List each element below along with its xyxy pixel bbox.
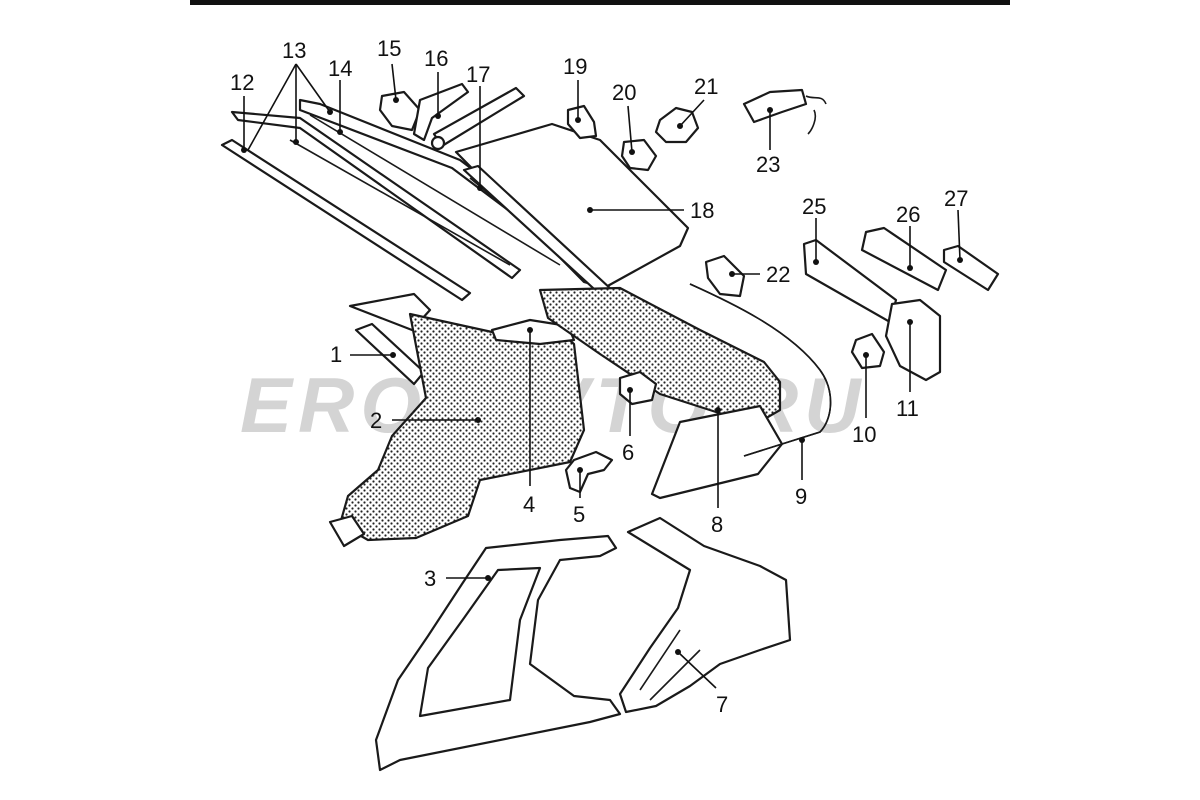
callout-13: 13 xyxy=(282,38,306,63)
part-22-bracket xyxy=(704,254,746,298)
part-5-latch xyxy=(564,450,614,494)
callout-11: 11 xyxy=(896,396,919,421)
callout-8: 8 xyxy=(711,512,723,537)
callout-21: 21 xyxy=(694,74,718,99)
callout-4: 4 xyxy=(523,492,535,517)
callout-14: 14 xyxy=(328,56,352,81)
callout-27: 27 xyxy=(944,186,968,211)
callout-5: 5 xyxy=(573,502,585,527)
callout-23: 23 xyxy=(756,152,780,177)
part-9-weatherstrip xyxy=(689,283,832,457)
callout-9: 9 xyxy=(795,484,807,509)
callout-25: 25 xyxy=(802,194,826,219)
top-border-rule xyxy=(190,0,1010,5)
part-badges-flap xyxy=(802,226,1000,382)
callout-22: 22 xyxy=(766,262,790,287)
callout-19: 19 xyxy=(563,54,587,79)
part-8-trim xyxy=(650,404,784,500)
part-rear-deck-tray xyxy=(538,286,782,426)
callout-10: 10 xyxy=(852,422,876,447)
part-rear-window-glass xyxy=(454,122,690,300)
callout-labels: 1 2 3 4 5 6 7 8 9 10 11 12 13 14 15 16 1… xyxy=(230,36,968,717)
callout-2: 2 xyxy=(370,408,382,433)
callout-18: 18 xyxy=(690,198,714,223)
callout-16: 16 xyxy=(424,46,448,71)
callout-3: 3 xyxy=(424,566,436,591)
callout-17: 17 xyxy=(466,62,490,87)
part-hinges-struts xyxy=(378,82,526,151)
callout-6: 6 xyxy=(622,440,634,465)
part-4-bracket xyxy=(490,318,576,346)
leader-lines xyxy=(241,63,963,689)
callout-12: 12 xyxy=(230,70,254,95)
callout-20: 20 xyxy=(612,80,636,105)
callout-15: 15 xyxy=(377,36,401,61)
callout-1: 1 xyxy=(330,342,342,367)
part-6-clip xyxy=(618,370,658,406)
callout-7: 7 xyxy=(716,692,728,717)
part-3-side-frame xyxy=(374,534,622,772)
part-7-inner-panel xyxy=(618,516,792,714)
part-small-hardware xyxy=(566,88,827,172)
callout-26: 26 xyxy=(896,202,920,227)
